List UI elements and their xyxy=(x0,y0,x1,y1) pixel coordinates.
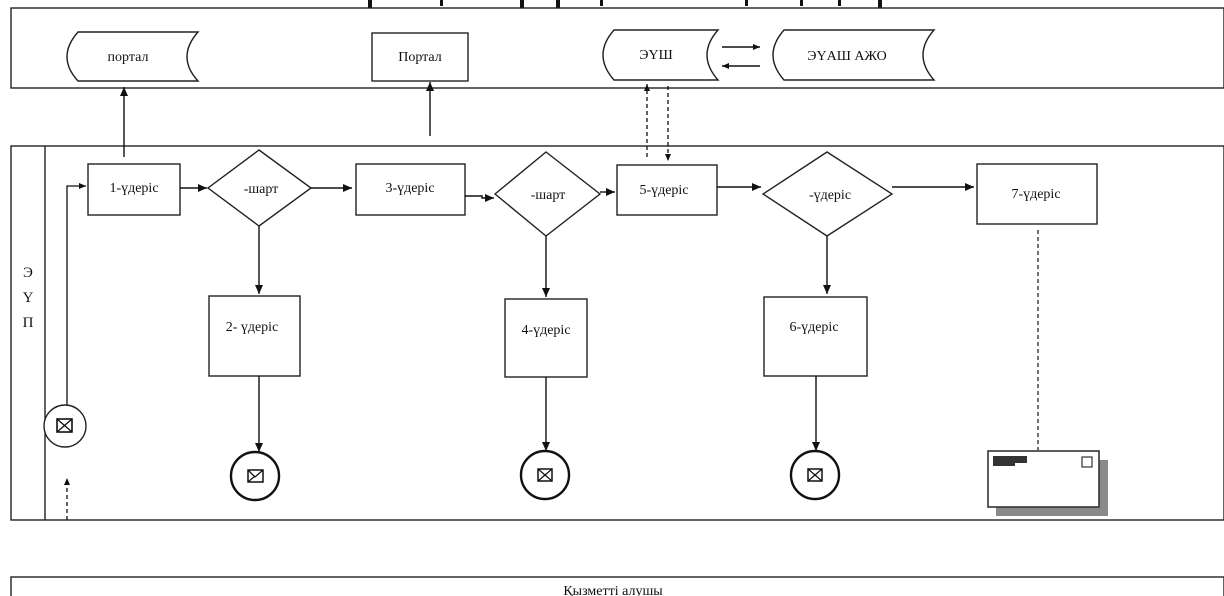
portal-db-shape: портал xyxy=(66,31,200,82)
process-5-label: 5-үдеріс xyxy=(639,183,688,198)
eush-db-label: ЭҮШ xyxy=(639,48,672,63)
arrow-start-to-p1 xyxy=(66,183,86,405)
bottom-lane-frame xyxy=(10,576,1224,596)
process-7: 7-үдеріс xyxy=(976,163,1098,225)
process-6-label: 6-үдеріс xyxy=(789,320,838,335)
end-event-1 xyxy=(229,450,281,502)
euash-db-shape: ЭҮАШ АЖО xyxy=(772,29,936,81)
process-7-label: 7-үдеріс xyxy=(1011,187,1060,202)
process-4-label: 4-үдеріс xyxy=(521,323,570,338)
bottom-lane-label: Қызметті алушы xyxy=(563,584,663,596)
portal-box: Портал xyxy=(371,32,469,82)
condition-2-label: -шарт xyxy=(531,188,566,203)
condition-1-label: -шарт xyxy=(244,182,279,197)
process-1: 1-үдеріс xyxy=(87,163,181,216)
eush-db-shape: ЭҮШ xyxy=(602,29,720,81)
process-3-label: 3-үдеріс xyxy=(385,181,434,196)
process-2: 2- үдеріс xyxy=(208,295,301,377)
lane-label-char-2: Ү xyxy=(23,290,34,306)
portal-db-label: портал xyxy=(108,50,149,65)
process-3: 3-үдеріс xyxy=(355,163,466,216)
cropped-header-marks xyxy=(368,0,882,8)
condition-3-label: -үдеріс xyxy=(809,188,851,203)
arrow-p3-to-cond2 xyxy=(465,194,494,202)
end-event-2 xyxy=(519,449,571,501)
main-lane: Э Ү П 1-үдеріс -шарт 2- үд xyxy=(10,82,1224,521)
process-6: 6-үдеріс xyxy=(763,296,868,377)
bottom-lane: Қызметті алушы xyxy=(10,576,1224,596)
output-document-icon xyxy=(987,450,1108,516)
start-event xyxy=(43,404,87,448)
lane-label-char-1: Э xyxy=(23,265,33,281)
process-1-label: 1-үдеріс xyxy=(109,181,158,196)
process-2-label: 2- үдеріс xyxy=(226,320,279,335)
process-5: 5-үдеріс xyxy=(616,164,718,216)
process-4: 4-үдеріс xyxy=(504,298,588,378)
euash-db-label: ЭҮАШ АЖО xyxy=(807,49,887,64)
top-lane: портал Портал ЭҮШ ЭҮАШ АЖО xyxy=(10,0,1224,89)
condition-2: -шарт xyxy=(493,151,602,237)
portal-box-label: Портал xyxy=(398,50,442,65)
lane-label-char-3: П xyxy=(23,315,34,331)
condition-1: -шарт xyxy=(206,149,313,227)
end-event-3 xyxy=(789,449,841,501)
